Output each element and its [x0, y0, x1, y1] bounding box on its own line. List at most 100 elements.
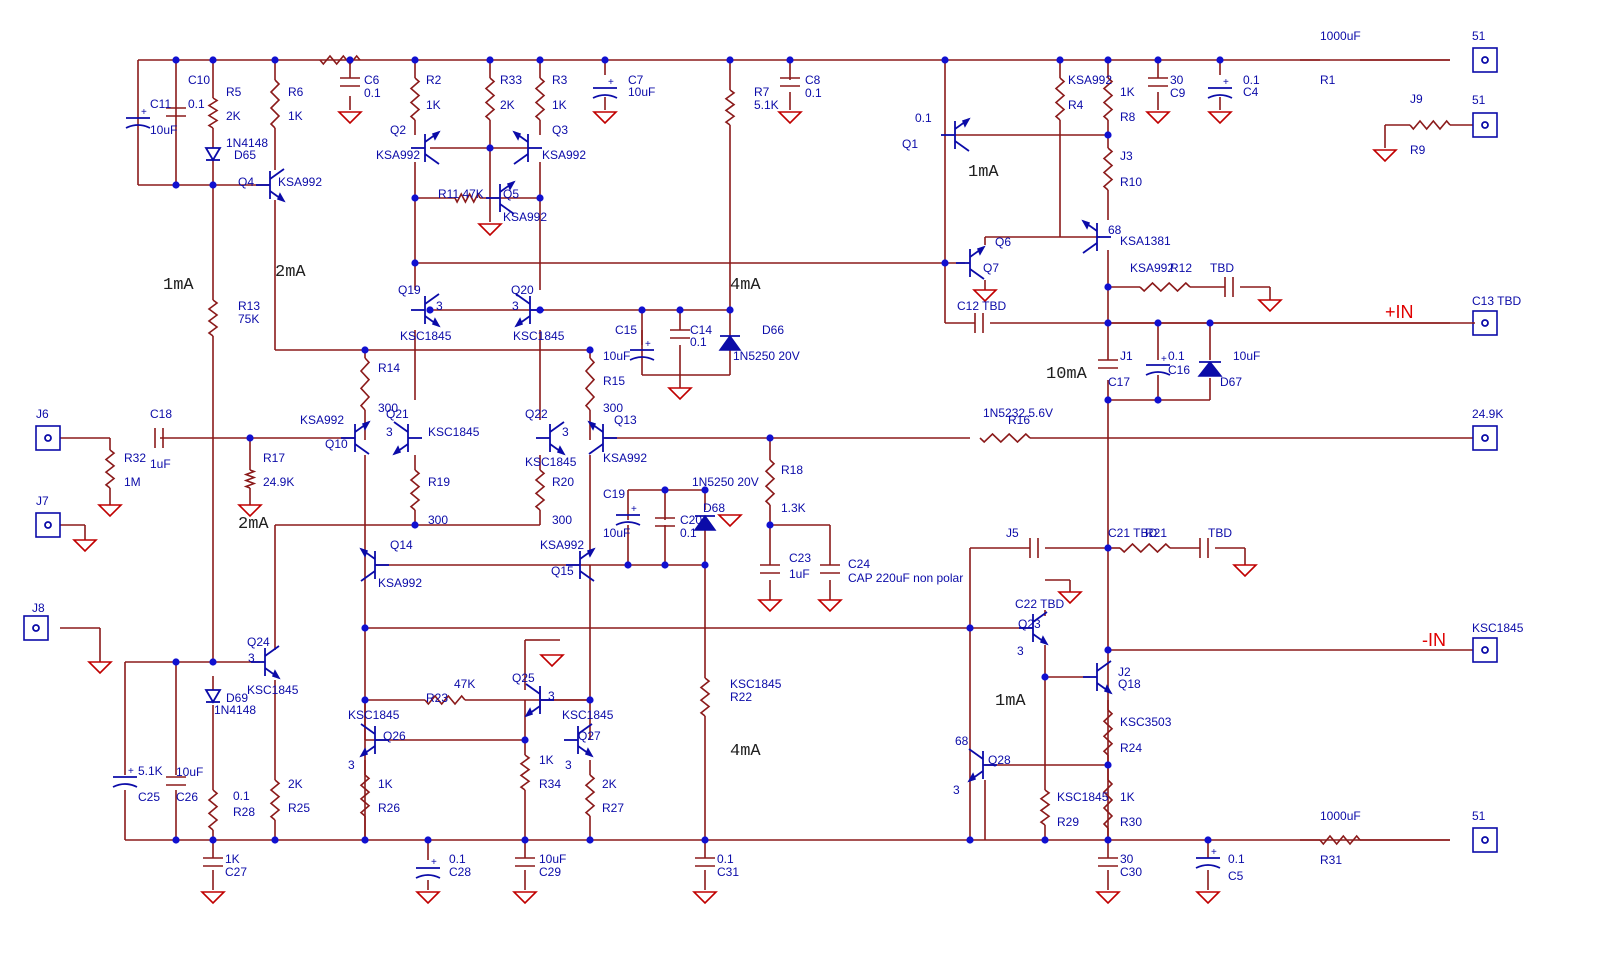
component-label: R14	[378, 361, 400, 375]
junction-dot	[1104, 761, 1112, 769]
junction-dot	[624, 561, 632, 569]
junction-dot	[1104, 544, 1112, 552]
transistor-arrow	[392, 445, 401, 456]
resistor	[699, 677, 711, 717]
transistor-lead	[577, 723, 593, 735]
component-label: 2K	[288, 777, 303, 791]
junction-dot	[786, 56, 794, 64]
component-label: KSC1845	[1472, 621, 1524, 635]
ground-symbol	[1232, 564, 1258, 578]
component-label: R1	[1320, 73, 1336, 87]
junction-dot	[411, 259, 419, 267]
component-label: R19	[428, 475, 450, 489]
component-label: KSC3503	[1120, 715, 1172, 729]
component-label: 3	[953, 783, 960, 797]
component-label: KSC1845	[513, 329, 565, 343]
ground-symbol	[87, 661, 113, 675]
current-annotation: 1mA	[995, 692, 1026, 711]
component-label: J6	[36, 407, 49, 421]
component-label: Q6	[995, 235, 1011, 249]
ground-symbol	[1057, 591, 1083, 605]
transistor-arrow	[585, 747, 594, 758]
component-label: C31	[717, 865, 739, 879]
component-label: 1K	[1120, 790, 1135, 804]
transistor-lead	[360, 570, 376, 582]
component-label: KSA1381	[1120, 234, 1171, 248]
net-label: -IN	[1422, 630, 1446, 650]
ground-symbol	[592, 111, 618, 125]
component-label: R2	[426, 73, 442, 87]
component-label: 5.1K	[138, 764, 163, 778]
resistor	[484, 77, 496, 121]
ground-symbol	[1195, 891, 1221, 905]
ground-symbol	[415, 891, 441, 905]
capacitor-plate	[615, 521, 641, 526]
diode-body	[204, 689, 222, 704]
component-label: 0.1	[1168, 349, 1185, 363]
component-label: 68	[1108, 223, 1122, 237]
component-label: C29	[539, 865, 561, 879]
capacitor-plate	[415, 874, 441, 879]
ground-symbol	[692, 891, 718, 905]
component-label: C25	[138, 790, 160, 804]
resistor	[979, 432, 1031, 444]
junction-dot	[1104, 646, 1112, 654]
component-label: KSC1845	[400, 329, 452, 343]
component-label: 1uF	[789, 567, 810, 581]
component-label: C9	[1170, 86, 1186, 100]
capacitor-plate	[112, 783, 138, 788]
diode-body	[718, 334, 742, 351]
component-label: 1K	[225, 852, 240, 866]
ground-symbol	[1257, 299, 1283, 313]
component-label: Q26	[383, 729, 406, 743]
component-label: Q21	[386, 407, 409, 421]
connector-port	[1472, 827, 1498, 853]
junction-dot	[766, 434, 774, 442]
transistor-lead	[515, 293, 531, 305]
junction-dot	[701, 836, 709, 844]
component-label: 2K	[226, 109, 241, 123]
component-label: KSA992	[378, 576, 422, 590]
transistor-arrow	[524, 707, 533, 718]
component-label: R21	[1145, 526, 1167, 540]
junction-dot	[601, 56, 609, 64]
component-label: R29	[1057, 815, 1079, 829]
resistor	[534, 469, 546, 511]
component-label: Q27	[578, 729, 601, 743]
component-label: 0.1	[188, 97, 205, 111]
polarity-mark: +	[631, 504, 637, 515]
component-label: Q4	[238, 175, 254, 189]
resistor	[1039, 789, 1051, 826]
junction-dot	[246, 434, 254, 442]
net-label: +IN	[1385, 302, 1414, 322]
component-label: 24.9K	[1472, 407, 1503, 421]
component-label: R15	[603, 374, 625, 388]
component-label: D69	[226, 691, 248, 705]
component-label: Q25	[512, 671, 535, 685]
junction-dot	[1104, 836, 1112, 844]
component-label: Q13	[614, 413, 637, 427]
junction-dot	[426, 306, 434, 314]
transistor-lead	[360, 723, 376, 735]
junction-dot	[701, 561, 709, 569]
component-label: R5	[226, 85, 242, 99]
component-label: R22	[730, 690, 752, 704]
component-label: J2	[1118, 665, 1131, 679]
transistor-arrow	[1040, 635, 1049, 646]
connector-pin	[1481, 646, 1489, 654]
component-label: Q23	[1018, 617, 1041, 631]
transistor-lead	[1082, 242, 1098, 254]
transistor-arrow	[1104, 684, 1113, 695]
component-label: R3	[552, 73, 568, 87]
transistor-arrow	[977, 245, 986, 256]
ground-symbol	[539, 654, 565, 668]
junction-dot	[1154, 396, 1162, 404]
resistor	[1102, 709, 1114, 756]
diode-body	[204, 147, 222, 162]
connector-pin	[1481, 56, 1489, 64]
component-label: R25	[288, 801, 310, 815]
polarity-mark: +	[645, 339, 651, 350]
transistor-arrow	[272, 669, 281, 680]
